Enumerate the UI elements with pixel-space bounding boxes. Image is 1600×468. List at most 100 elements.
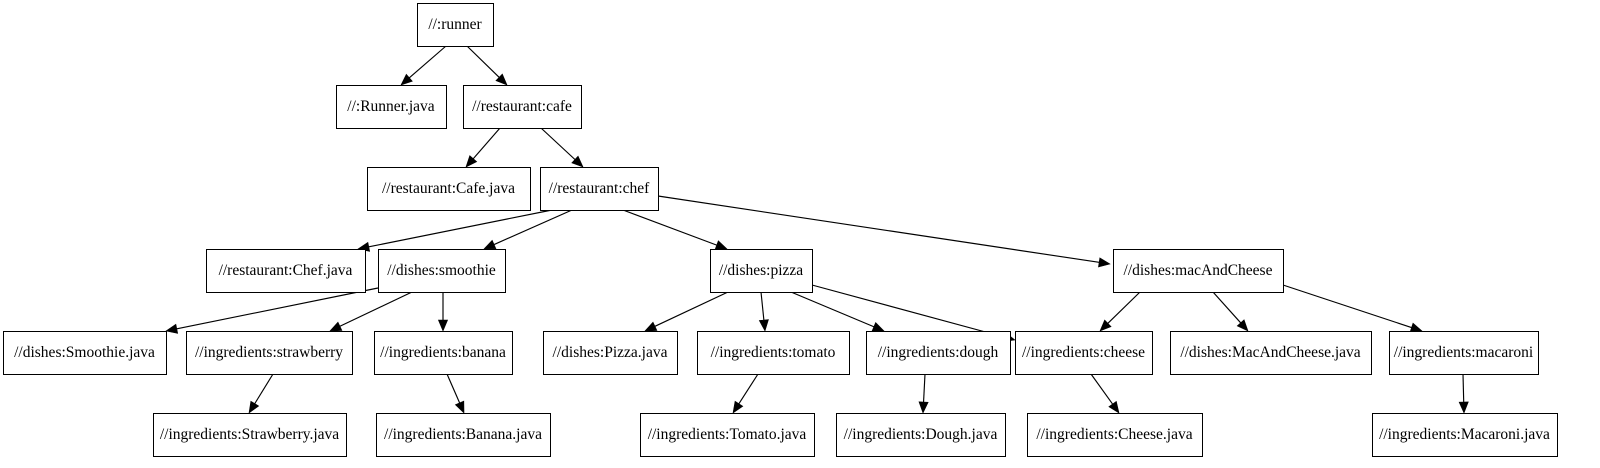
edge-arrowhead-icon <box>329 321 343 332</box>
graph-edge <box>540 127 584 168</box>
graph-edge <box>644 291 729 332</box>
node-label: //ingredients:Tomato.java <box>648 426 807 443</box>
node-label: //ingredients:Dough.java <box>844 426 998 443</box>
node-label: //dishes:pizza <box>719 262 803 279</box>
graph-node-tomato_java[interactable]: //ingredients:Tomato.java <box>640 413 815 457</box>
node-label: //ingredients:Macaroni.java <box>1379 426 1550 443</box>
graph-edge <box>446 373 465 414</box>
edge-arrowhead-icon <box>758 319 769 332</box>
edge-arrowhead-icon <box>400 73 413 86</box>
edge-line <box>446 373 461 404</box>
node-rect <box>417 3 494 47</box>
graph-node-ing_strawberry[interactable]: //ingredients:strawberry <box>186 331 353 375</box>
graph-edge <box>1099 291 1141 332</box>
graph-node-macaroni_java[interactable]: //ingredients:Macaroni.java <box>1372 413 1558 457</box>
graph-node-cafe_java[interactable]: //restaurant:Cafe.java <box>367 167 531 211</box>
node-label: //ingredients:cheese <box>1022 344 1145 361</box>
edge-line <box>1282 284 1412 329</box>
graph-node-smoothie_java[interactable]: //dishes:Smoothie.java <box>3 331 167 375</box>
graph-node-ing_banana[interactable]: //ingredients:banana <box>374 331 513 375</box>
edge-line <box>540 127 576 160</box>
graph-node-restaurant_cafe[interactable]: //restaurant:cafe <box>463 85 582 129</box>
node-rect <box>3 331 167 375</box>
graph-edge <box>248 373 274 414</box>
node-label: //restaurant:chef <box>549 180 651 197</box>
graph-node-pizza_java[interactable]: //dishes:Pizza.java <box>543 331 678 375</box>
graph-node-ing_cheese[interactable]: //ingredients:cheese <box>1015 331 1153 375</box>
graph-edge <box>790 291 885 332</box>
graph-node-macncheese_java[interactable]: //dishes:MacAndCheese.java <box>1170 331 1372 375</box>
node-rect <box>374 331 513 375</box>
edge-line <box>254 373 274 404</box>
graph-node-dough_java[interactable]: //ingredients:Dough.java <box>836 413 1006 457</box>
edge-line <box>1212 291 1242 324</box>
node-rect <box>866 331 1011 375</box>
edge-line <box>654 291 729 327</box>
edge-arrowhead-icon <box>1108 400 1120 414</box>
node-label: //:Runner.java <box>347 98 435 115</box>
graph-node-strawberry_java[interactable]: //ingredients:Strawberry.java <box>153 413 347 457</box>
graph-edge <box>357 209 553 252</box>
node-rect <box>376 413 551 457</box>
edge-arrowhead-icon <box>248 400 260 414</box>
graph-edge <box>918 373 929 414</box>
node-rect <box>378 249 506 293</box>
edge-line <box>1462 373 1465 403</box>
graph-node-ing_tomato[interactable]: //ingredients:tomato <box>697 331 850 375</box>
node-label: //ingredients:banana <box>380 344 506 361</box>
node-rect <box>543 331 678 375</box>
graph-node-restaurant_chef[interactable]: //restaurant:chef <box>540 167 659 211</box>
graph-node-runner_java[interactable]: //:Runner.java <box>336 85 447 129</box>
node-rect <box>1113 249 1284 293</box>
edge-line <box>368 209 553 248</box>
edge-arrowhead-icon <box>732 400 744 414</box>
graph-node-dishes_pizza[interactable]: //dishes:pizza <box>710 249 813 293</box>
edge-line <box>622 209 717 246</box>
node-label: //ingredients:Cheese.java <box>1036 426 1192 443</box>
edge-line <box>1090 373 1114 405</box>
node-label: //ingredients:tomato <box>711 344 836 361</box>
node-label: //dishes:macAndCheese <box>1124 262 1273 279</box>
node-label: //ingredients:strawberry <box>195 344 343 361</box>
edge-arrowhead-icon <box>1099 319 1112 332</box>
graph-edge <box>400 45 447 86</box>
graph-node-cheese_java[interactable]: //ingredients:Cheese.java <box>1027 413 1203 457</box>
node-rect <box>1015 331 1153 375</box>
edge-line <box>790 291 875 328</box>
node-label: //restaurant:Chef.java <box>219 262 353 279</box>
edge-line <box>922 373 926 403</box>
graph-node-ing_macaroni[interactable]: //ingredients:macaroni <box>1389 331 1539 375</box>
node-rect <box>540 167 659 211</box>
edge-line <box>738 373 759 405</box>
edge-arrowhead-icon <box>871 321 885 332</box>
edge-line <box>339 291 413 327</box>
graph-node-dishes_smoothie[interactable]: //dishes:smoothie <box>378 249 506 293</box>
edge-line <box>493 209 573 246</box>
node-rect <box>697 331 850 375</box>
graph-edge <box>1212 291 1249 332</box>
node-label: //ingredients:Strawberry.java <box>160 426 339 443</box>
nodes-layer: //:runner //:Runner.java //restaurant:cafe… <box>3 3 1558 457</box>
node-label: //ingredients:dough <box>878 344 999 361</box>
edge-line <box>466 45 500 78</box>
graph-edge <box>465 127 501 168</box>
graph-node-runner[interactable]: //:runner <box>417 3 494 47</box>
edge-arrowhead-icon <box>644 321 658 332</box>
node-rect <box>336 85 447 129</box>
edge-line <box>1107 291 1141 324</box>
graph-node-chef_java[interactable]: //restaurant:Chef.java <box>206 249 366 293</box>
edge-arrowhead-icon <box>465 155 478 168</box>
edge-arrowhead-icon <box>571 155 584 168</box>
graph-node-ing_dough[interactable]: //ingredients:dough <box>866 331 1011 375</box>
node-rect <box>1170 331 1372 375</box>
node-rect <box>186 331 353 375</box>
graph-edge <box>1282 284 1423 333</box>
edge-arrowhead-icon <box>1409 322 1423 333</box>
edge-arrowhead-icon <box>1458 401 1469 414</box>
graph-node-dishes_macncheese[interactable]: //dishes:macAndCheese <box>1113 249 1284 293</box>
node-label: //dishes:Smoothie.java <box>14 344 155 361</box>
graph-node-banana_java[interactable]: //ingredients:Banana.java <box>376 413 551 457</box>
node-label: //:runner <box>428 16 482 33</box>
edge-arrowhead-icon <box>165 323 179 334</box>
